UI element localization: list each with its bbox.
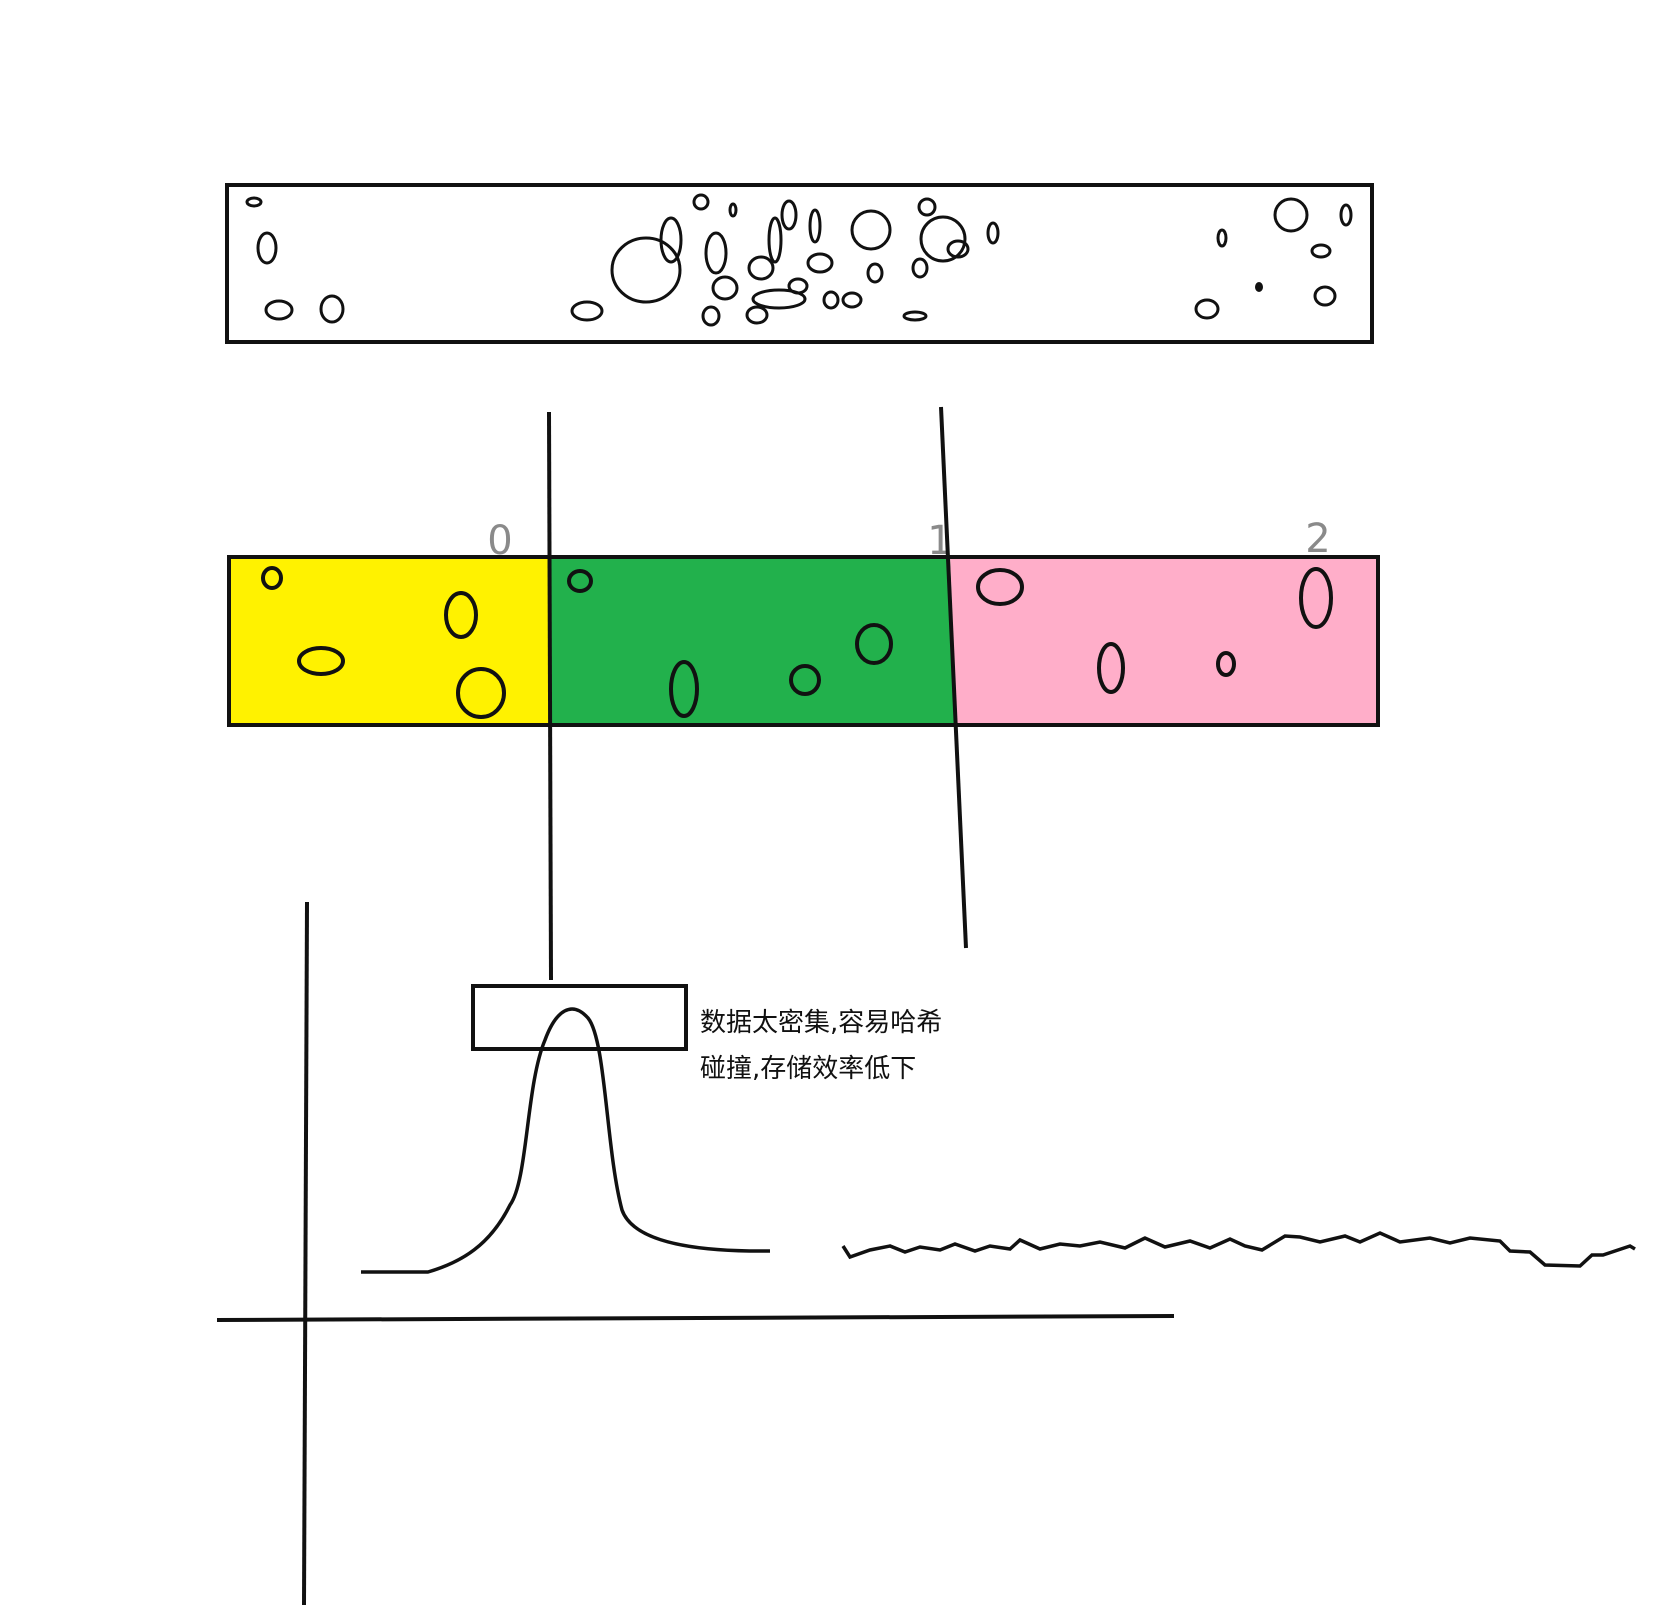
data-point [1313,285,1337,307]
data-space-bar [225,183,1374,344]
data-point [946,239,970,259]
data-point [806,252,834,274]
data-point [1097,642,1125,694]
data-point [245,196,263,208]
annotation-line-2: 碰撞,存储效率低下 [700,1054,917,1084]
data-point [1216,228,1228,248]
dense-peak-curve [361,1007,771,1274]
segment-0 [229,557,551,725]
data-point [850,209,892,251]
hash-segments-bar: 0 1 2 [227,516,1380,727]
data-point [780,199,798,231]
data-point [261,566,283,590]
data-point [692,193,710,211]
data-point [319,294,345,324]
boundary-line-left [547,411,553,981]
segment-label-0: 0 [487,518,512,564]
data-point [866,262,884,284]
data-point [986,221,1000,245]
data-point [570,300,604,322]
data-point [1273,197,1309,233]
data-point [747,255,775,281]
sparse-flat-curve [841,1231,1636,1268]
data-point [444,591,478,639]
data-point [669,660,699,718]
data-point [789,664,821,696]
segment-label-2: 2 [1305,516,1330,562]
data-point [704,231,728,275]
data-point [976,568,1024,606]
segment-bar-outline [227,555,1380,727]
data-point [751,288,807,310]
data-point [822,290,840,310]
segment-2 [950,557,1378,725]
boundary-line-right [939,406,968,949]
y-axis [302,901,309,1606]
annotation-line-1: 数据太密集,容易哈希 [700,1008,943,1038]
data-point [1194,298,1220,320]
data-point [1216,651,1236,677]
data-space-outline [225,183,1374,344]
dense-region-box [471,984,688,1051]
data-point [711,275,739,301]
data-point [610,236,682,304]
data-point [567,569,593,593]
data-point [919,215,967,263]
data-point [911,257,929,279]
dense-region-annotation: 数据太密集,容易哈希 碰撞,存储效率低下 [700,1000,942,1092]
data-point [701,305,721,327]
data-point [1310,243,1332,259]
data-point [256,231,278,265]
data-point [264,299,294,321]
data-point [808,208,822,244]
data-point [659,216,683,264]
distribution-plot [216,901,1636,1606]
data-point [855,623,893,665]
data-point [745,305,769,325]
data-point [902,310,928,322]
data-points-top [245,193,1353,327]
data-point [456,667,506,719]
x-axis [216,1314,1175,1322]
data-point [728,202,738,218]
data-points-segments [261,566,1333,719]
segment-1 [551,557,957,725]
data-point [1299,567,1333,629]
data-point [297,646,345,676]
data-point [767,216,783,264]
data-point [1255,282,1263,292]
data-point [1339,203,1353,227]
data-point [917,197,937,217]
data-point [841,291,863,309]
